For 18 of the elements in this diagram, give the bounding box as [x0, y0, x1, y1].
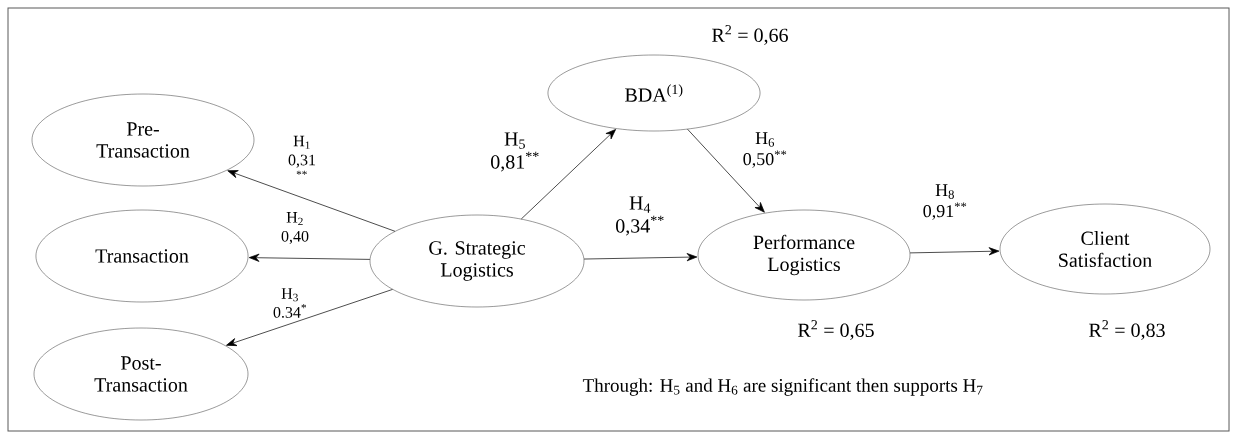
arrow — [687, 128, 765, 213]
r-squared-label: R$^{2}$ = 0,83 — [1089, 320, 1165, 340]
arrow — [227, 170, 396, 232]
edge-label: H$_{6}$ 0,50$^{**}$ — [743, 132, 787, 168]
arrow — [226, 289, 393, 346]
arrow — [583, 253, 698, 262]
arrow — [248, 253, 371, 262]
edge-label: H$_{3}$ 0.34$^{*}$ — [273, 288, 306, 318]
r-squared-label: R$^{2}$ = 0,66 — [712, 25, 788, 45]
r-squared-label: R$^{2}$ = 0,65 — [798, 320, 874, 340]
edge-label: H$_{1}$ 0,31 ** — [288, 135, 316, 175]
note-text: Through: H$_{5}$ and H$_{6}$ are significant then supports H$_{7}$ — [582, 378, 983, 396]
edge-label: H$_{4}$ 0,34$^{**}$ — [616, 196, 664, 236]
arrow — [909, 247, 1000, 256]
edge-label: H$_{8}$ 0,91$^{**}$ — [923, 184, 967, 220]
edge-label: H$_{2}$ 0,40 — [281, 212, 309, 244]
edge-label: H$_{5}$ 0,81$^{**}$ — [491, 132, 539, 172]
arrow — [520, 129, 616, 220]
